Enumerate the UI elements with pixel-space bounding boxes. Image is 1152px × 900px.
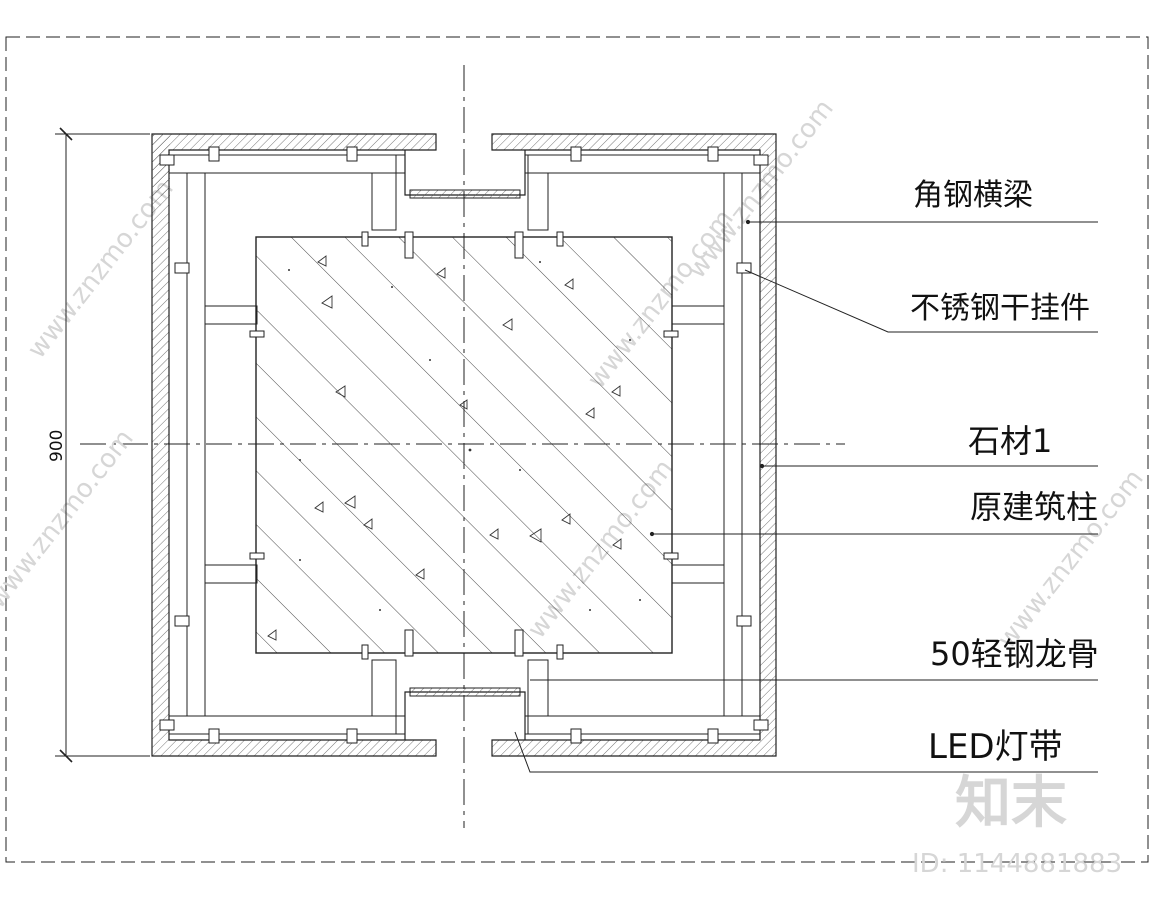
- watermark-id: ID: 1144881883: [912, 849, 1122, 879]
- callout-light-steel-keel: 50轻钢龙骨: [930, 635, 1099, 673]
- leader-lines: [514, 219, 1098, 773]
- watermark-logo: 知末: [955, 771, 1067, 836]
- callout-stainless-hanger: 不锈钢干挂件: [910, 291, 1090, 326]
- drawing-border: [5, 36, 1149, 863]
- callout-angle-steel-beam: 角钢横梁: [913, 178, 1033, 213]
- stainless-hangers: [159, 146, 769, 744]
- dimension-line: [55, 127, 150, 763]
- original-building-column: [255, 236, 673, 654]
- callout-original-column: 原建筑柱: [970, 488, 1098, 526]
- callout-led-strip: LED灯带: [928, 727, 1063, 767]
- callout-stone-1: 石材1: [968, 422, 1052, 460]
- dimension-label: 900: [47, 430, 67, 462]
- watermark-site-2: www.znzmo.com: [0, 424, 140, 614]
